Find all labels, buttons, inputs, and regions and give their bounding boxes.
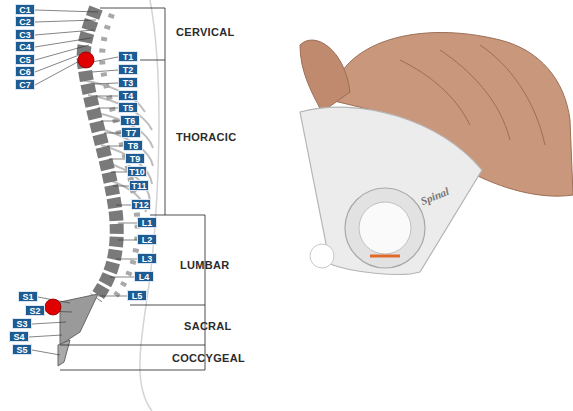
thumb <box>300 40 350 112</box>
vertebra-label: T8 <box>128 141 139 151</box>
vertebra-label: T1 <box>123 52 134 62</box>
vertebra-label: T6 <box>125 116 136 126</box>
region-label: LUMBAR <box>180 259 229 271</box>
device-wheel <box>345 188 425 268</box>
vertebra-label: L2 <box>142 235 153 245</box>
leader-lines <box>29 10 137 355</box>
vertebra-label: T11 <box>131 181 146 191</box>
vertebra-box: C2 <box>15 16 35 27</box>
vertebra-label: C6 <box>19 67 31 77</box>
vertebra-box: T1 <box>118 51 138 62</box>
vertebra-box: L3 <box>137 253 157 264</box>
vertebra-box: T6 <box>120 115 140 126</box>
vertebra-box: T12 <box>131 199 151 210</box>
vertebra-label: T7 <box>126 128 137 138</box>
vertebra-label: T12 <box>133 200 149 210</box>
vertebra-label: S4 <box>13 332 24 342</box>
vertebra-label: C5 <box>19 55 31 65</box>
vertebra-box: S4 <box>9 331 29 342</box>
vertebra-box: C5 <box>15 54 35 65</box>
vertebra-box: L5 <box>127 290 147 301</box>
vertebra-box: T4 <box>118 90 138 101</box>
vertebral-bodies <box>84 8 117 298</box>
sacrum <box>60 294 98 345</box>
vertebra-label: T2 <box>123 65 134 75</box>
vertebra-box: S1 <box>18 291 38 302</box>
region-brackets <box>60 8 205 370</box>
wheel-stripe <box>370 255 400 258</box>
vertebra-label: C4 <box>19 42 31 52</box>
vertebra-box: L4 <box>134 271 154 282</box>
vertebra-box: T11 <box>129 180 149 191</box>
vertebra-box: T7 <box>121 127 141 138</box>
vertebra-box: S2 <box>25 305 45 316</box>
vertebra-label: L3 <box>142 254 153 264</box>
vertebra-label: T3 <box>123 78 134 88</box>
vertebra-box: C3 <box>15 29 35 40</box>
vertebra-label: T4 <box>123 91 134 101</box>
vertebra-label: T5 <box>123 103 134 113</box>
vertebra-box: S3 <box>12 318 32 329</box>
vertebra-label: S1 <box>22 292 33 302</box>
vertebra-box: T5 <box>118 102 138 113</box>
vertebra-box: T2 <box>118 64 138 75</box>
region-label: COCCYGEAL <box>172 352 245 364</box>
vertebra-label: S5 <box>16 345 27 355</box>
vertebra-label: C3 <box>19 30 31 40</box>
device-ball <box>310 244 334 268</box>
vertebra-box: S5 <box>12 344 32 355</box>
vertebra-label: C7 <box>19 80 31 90</box>
marker-dot <box>78 52 94 68</box>
vertebra-label: L4 <box>139 272 150 282</box>
vertebra-box: C1 <box>15 4 35 15</box>
device-body <box>300 107 482 274</box>
vertebra-box: C7 <box>15 79 35 90</box>
vertebra-box: L1 <box>137 217 157 228</box>
vertebra-label: S2 <box>29 306 40 316</box>
marker-dot <box>45 299 61 315</box>
vertebra-box: C6 <box>15 66 35 77</box>
coccyx <box>58 340 70 366</box>
region-label: THORACIC <box>176 131 236 143</box>
vertebra-box: L2 <box>137 234 157 245</box>
region-label: SACRAL <box>184 320 232 332</box>
vertebra-label: C1 <box>19 5 31 15</box>
vertebra-box: T3 <box>118 77 138 88</box>
vertebra-label: L1 <box>142 218 153 228</box>
vertebra-label: L5 <box>132 291 143 301</box>
vertebra-label: T10 <box>129 167 145 177</box>
vertebra-box: T8 <box>123 140 143 151</box>
vertebra-box: T10 <box>127 166 147 177</box>
device-wheel-hub <box>359 202 411 254</box>
vertebra-label: C2 <box>19 17 31 27</box>
vertebra-label: T9 <box>130 154 141 164</box>
vertebra-box: T9 <box>125 153 145 164</box>
vertebra-box: C4 <box>15 41 35 52</box>
vertebra-label: S3 <box>16 319 27 329</box>
region-label: CERVICAL <box>176 26 234 38</box>
